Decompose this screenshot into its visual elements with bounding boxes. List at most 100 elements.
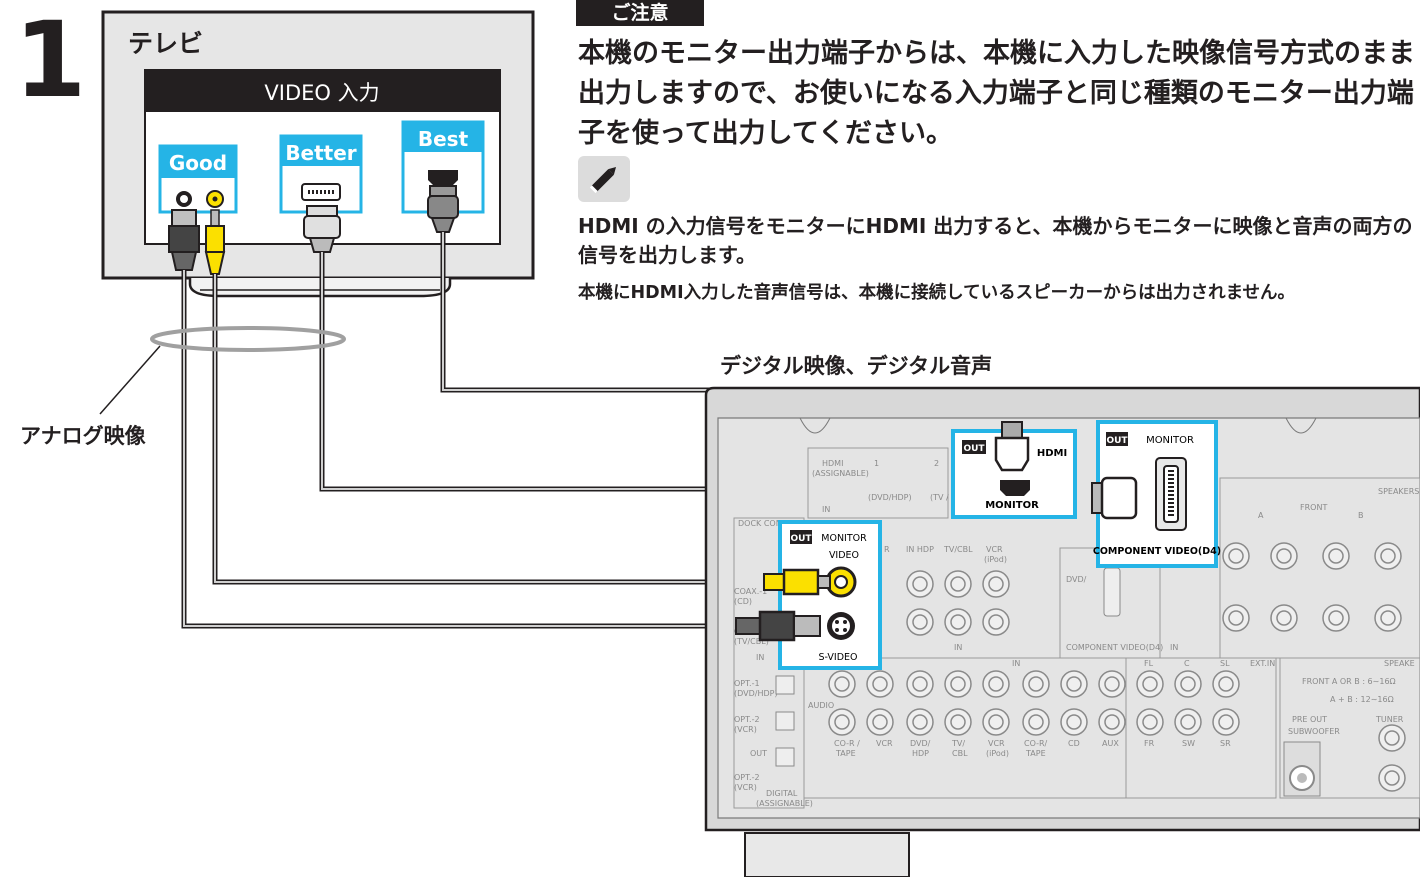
svg-text:COMPONENT VIDEO(D4): COMPONENT VIDEO(D4) bbox=[1066, 643, 1163, 652]
svg-text:MONITOR: MONITOR bbox=[985, 500, 1039, 511]
svg-text:OPT.-2: OPT.-2 bbox=[734, 715, 760, 724]
rca-jack-inner bbox=[1228, 610, 1244, 626]
svg-text:VCR: VCR bbox=[876, 739, 893, 748]
rca-jack-inner bbox=[1328, 548, 1344, 564]
rca-jack-inner bbox=[912, 714, 928, 730]
rca-jack-inner bbox=[1380, 610, 1396, 626]
svg-text:(VCR): (VCR) bbox=[734, 783, 757, 792]
note-hdmi-audio: 本機にHDMI入力した音声信号は、本機に接続しているスピーカーからは出力されませ… bbox=[578, 283, 1296, 303]
rca-jack-inner bbox=[988, 576, 1004, 592]
component-monitor-box: OUT MONITOR COMPONENT VIDEO(D4) bbox=[1091, 420, 1221, 568]
rca-jack bbox=[1060, 670, 1088, 698]
component-plug bbox=[303, 205, 341, 253]
rca-jack bbox=[906, 670, 934, 698]
rca-jack bbox=[1136, 670, 1164, 698]
rca-jack bbox=[1378, 724, 1406, 752]
rca-jack-inner bbox=[912, 614, 928, 630]
svg-text:OUT: OUT bbox=[1106, 436, 1128, 446]
rca-jack bbox=[1174, 708, 1202, 736]
rca-jack bbox=[982, 570, 1010, 598]
svg-text:CO-R/: CO-R/ bbox=[1024, 739, 1048, 748]
rca-jack bbox=[944, 570, 972, 598]
rca-jack-inner bbox=[872, 676, 888, 692]
rca-jack-inner bbox=[1142, 676, 1158, 692]
svg-text:COMPONENT VIDEO(D4): COMPONENT VIDEO(D4) bbox=[1093, 546, 1221, 557]
rca-jack bbox=[1136, 708, 1164, 736]
rca-jack bbox=[1322, 542, 1350, 570]
rca-jack bbox=[1022, 670, 1050, 698]
video-input-header-label: VIDEO 入力 bbox=[264, 81, 379, 105]
svg-text:OUT: OUT bbox=[750, 749, 767, 758]
rca-jack-inner bbox=[912, 676, 928, 692]
svg-text:IN: IN bbox=[1012, 659, 1020, 668]
rca-jack-inner bbox=[1180, 714, 1196, 730]
svg-text:MONITOR: MONITOR bbox=[821, 533, 867, 544]
av-receiver: HDMI(ASSIGNABLE) 1 2 (DVD/HDP) (TV / IN … bbox=[704, 386, 1420, 877]
svg-text:TAPE: TAPE bbox=[835, 749, 856, 758]
rca-jack-inner bbox=[1228, 548, 1244, 564]
svg-text:OUT: OUT bbox=[790, 534, 812, 544]
svg-text:FR: FR bbox=[1144, 739, 1155, 748]
tv: テレビ VIDEO 入力 Good Better Best bbox=[101, 10, 535, 298]
svg-text:OPT.-1: OPT.-1 bbox=[734, 679, 760, 688]
rca-jack-inner bbox=[1028, 676, 1044, 692]
rca-jack-inner bbox=[1276, 548, 1292, 564]
rca-jack bbox=[906, 570, 934, 598]
svg-text:SUBWOOFER: SUBWOOFER bbox=[1288, 727, 1340, 736]
svg-text:CD: CD bbox=[1068, 739, 1080, 748]
svg-text:VCR: VCR bbox=[986, 545, 1003, 554]
svg-text:SR: SR bbox=[1220, 739, 1231, 748]
rca-jack-inner bbox=[1218, 676, 1234, 692]
svg-text:TV/CBL: TV/CBL bbox=[943, 545, 973, 554]
svg-text:IN HDP: IN HDP bbox=[906, 545, 934, 554]
rca-jack bbox=[1222, 604, 1250, 632]
svg-text:TV/: TV/ bbox=[951, 739, 965, 748]
svg-text:A: A bbox=[1258, 511, 1264, 520]
rca-jack-inner bbox=[950, 614, 966, 630]
rca-jack bbox=[1378, 764, 1406, 792]
rca-jack bbox=[906, 708, 934, 736]
svg-text:C: C bbox=[1184, 659, 1190, 668]
svg-text:SPEAKE: SPEAKE bbox=[1384, 659, 1415, 668]
svg-text:(DVD/HDP): (DVD/HDP) bbox=[868, 493, 912, 502]
svg-text:CBL: CBL bbox=[952, 749, 968, 758]
quality-best: Best bbox=[418, 127, 469, 151]
svg-text:SPEAKERS: SPEAKERS bbox=[1378, 487, 1419, 496]
svg-text:TUNER: TUNER bbox=[1375, 715, 1404, 724]
svg-text:COAX.-1: COAX.-1 bbox=[734, 587, 767, 596]
hdmi-plug-tv bbox=[427, 185, 459, 233]
analog-label: アナログ映像 bbox=[20, 424, 146, 448]
svg-text:MONITOR: MONITOR bbox=[1146, 435, 1194, 446]
rca-jack bbox=[1374, 542, 1402, 570]
svg-text:CO-R /: CO-R / bbox=[834, 739, 860, 748]
analog-bundle-ring bbox=[150, 326, 346, 352]
video-input-header bbox=[145, 70, 500, 112]
note-hdmi-output: HDMI の入力信号をモニターにHDMI 出力すると、本機からモニターに映像と音… bbox=[578, 214, 1413, 267]
svg-text:(iPod): (iPod) bbox=[984, 555, 1007, 564]
rca-jack bbox=[866, 670, 894, 698]
svg-text:S-VIDEO: S-VIDEO bbox=[819, 652, 858, 663]
svg-text:HDP: HDP bbox=[912, 749, 929, 758]
svg-text:EXT.IN: EXT.IN bbox=[1250, 659, 1275, 668]
svg-text:IN: IN bbox=[1170, 643, 1178, 652]
rca-jack bbox=[1212, 670, 1240, 698]
rca-jack-inner bbox=[988, 714, 1004, 730]
svg-text:(ASSIGNABLE): (ASSIGNABLE) bbox=[812, 469, 869, 478]
rca-jack bbox=[982, 708, 1010, 736]
rca-jack bbox=[906, 608, 934, 636]
svg-text:HDMI: HDMI bbox=[822, 459, 843, 468]
composite-plug bbox=[204, 209, 226, 275]
rca-jack-inner bbox=[1328, 610, 1344, 626]
svg-text:1: 1 bbox=[874, 459, 879, 468]
rca-jack bbox=[1174, 670, 1202, 698]
svg-text:B: B bbox=[1358, 511, 1364, 520]
caution-text: 本機のモニター出力端子からは、本機に入力した映像信号方式のまま出力しますので、お… bbox=[578, 38, 1415, 149]
svg-text:(TV /: (TV / bbox=[930, 493, 949, 502]
svg-text:AUX: AUX bbox=[1102, 739, 1119, 748]
svg-text:PRE OUT: PRE OUT bbox=[1292, 715, 1327, 724]
digital-label: デジタル映像、デジタル音声 bbox=[720, 354, 993, 378]
svg-text:(DVD/HDP): (DVD/HDP) bbox=[734, 689, 778, 698]
svg-text:HDMI: HDMI bbox=[1037, 448, 1067, 459]
rca-jack bbox=[944, 708, 972, 736]
